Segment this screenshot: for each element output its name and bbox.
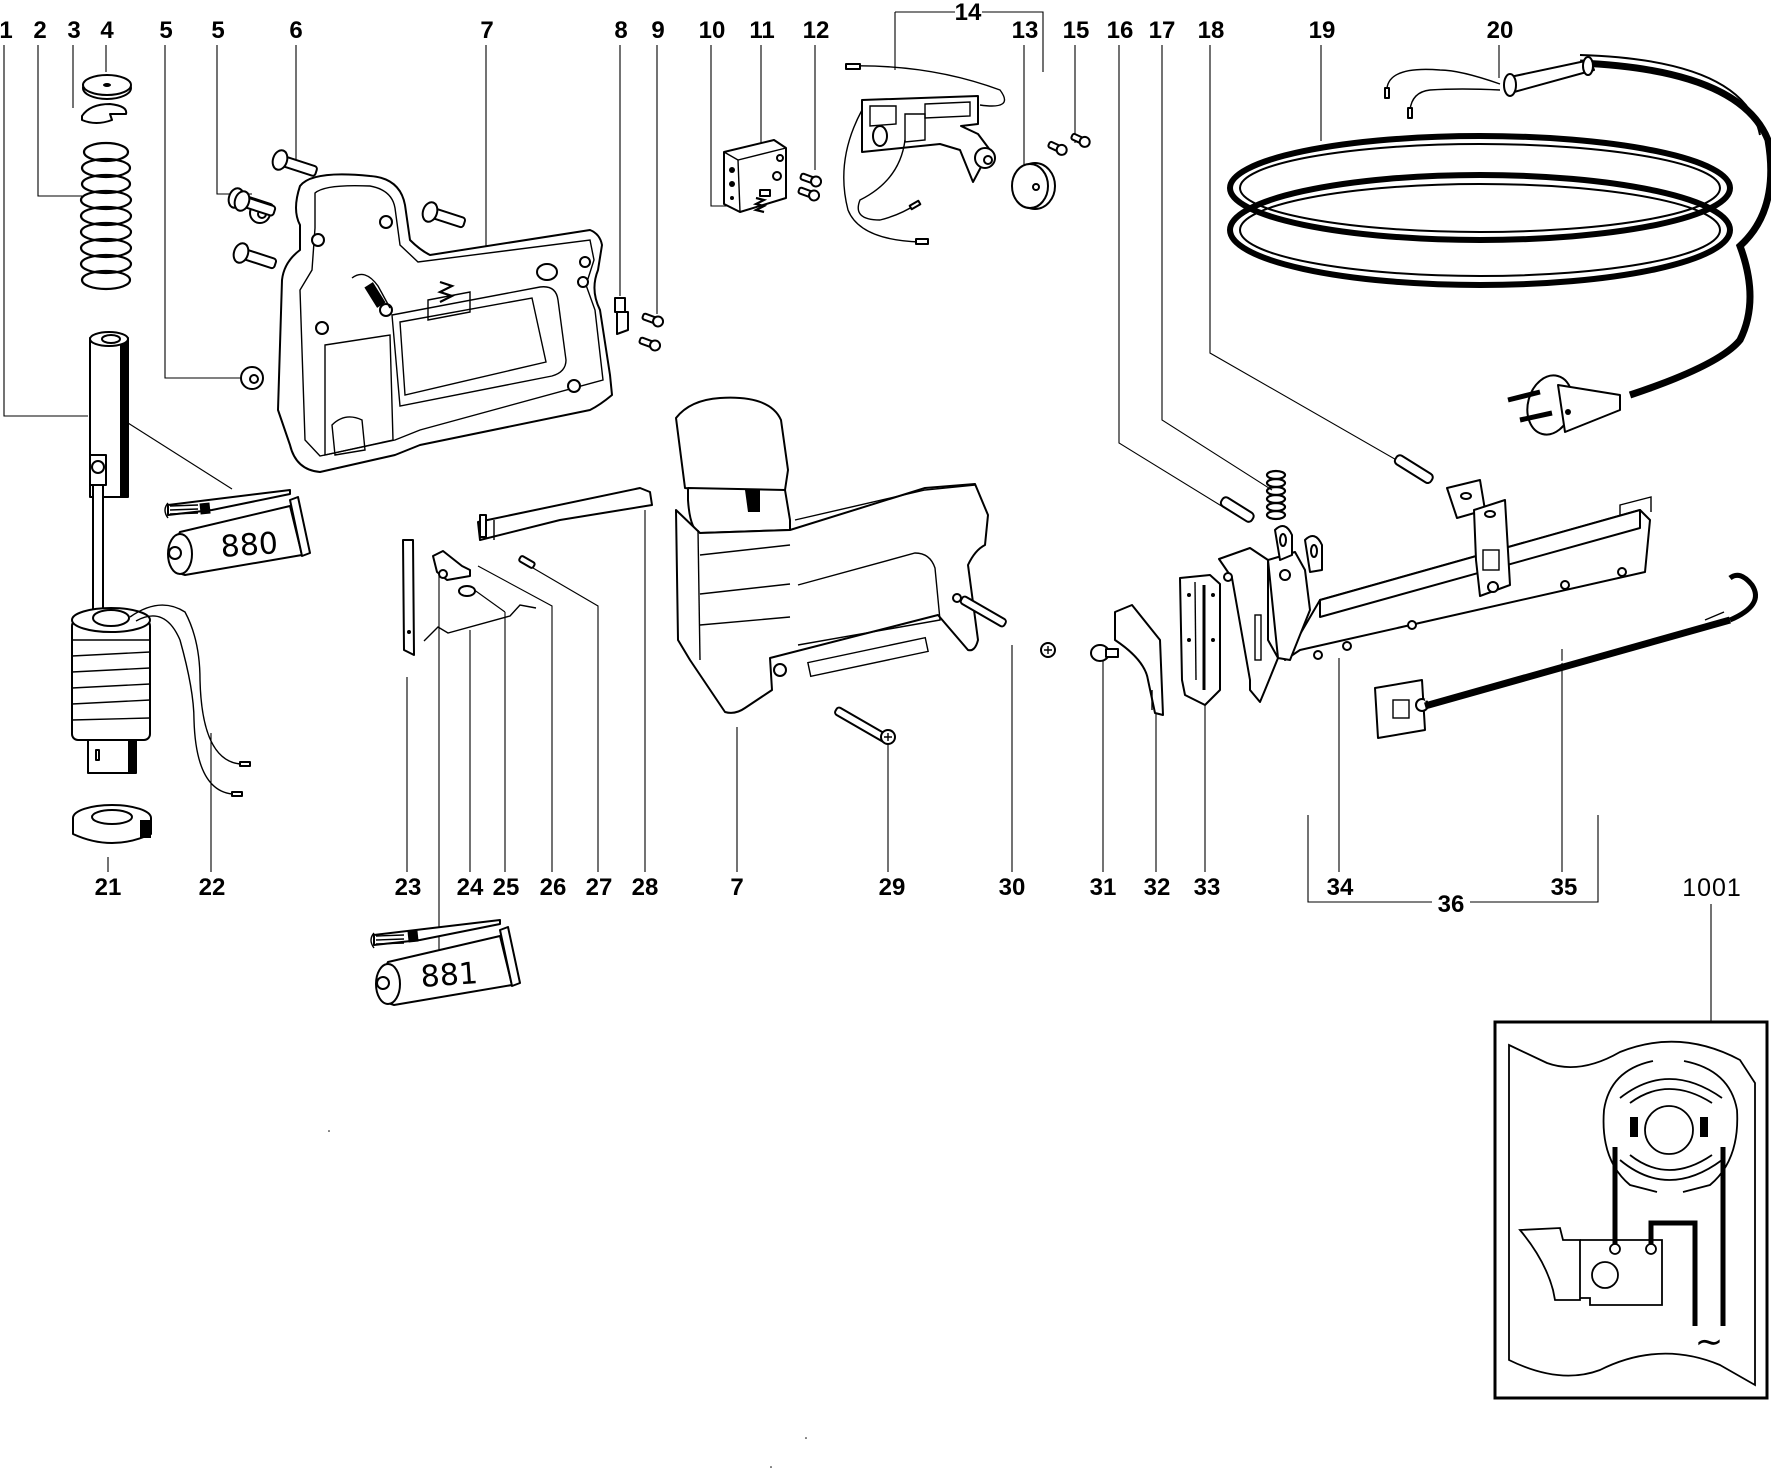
part-23-blade xyxy=(402,539,415,656)
leader-lines xyxy=(3,11,1712,1022)
part-19-power-cord xyxy=(1227,54,1771,399)
part-13-knob xyxy=(1011,162,1056,210)
label-part-11: 11 xyxy=(749,17,774,44)
label-part-6: 6 xyxy=(289,17,302,44)
label-part-15: 15 xyxy=(1063,17,1090,44)
label-part-29: 29 xyxy=(879,874,906,901)
part-3-circlip xyxy=(81,103,128,124)
label-part-20: 20 xyxy=(1487,17,1514,44)
label-part-4: 4 xyxy=(100,17,114,44)
label-part-5: 5 xyxy=(159,17,172,44)
part-31-screw xyxy=(1090,644,1119,662)
label-part-10: 10 xyxy=(699,17,726,44)
label-part-16: 16 xyxy=(1107,17,1134,44)
label-part-7: 7 xyxy=(480,17,493,44)
tube-881-label: 881 xyxy=(420,956,480,995)
label-part-1001: 1001 xyxy=(1682,874,1742,902)
part-10-spring xyxy=(752,196,768,214)
label-part-31: 31 xyxy=(1090,874,1117,901)
part-2-spring xyxy=(79,141,133,291)
part-labels-bottom: 21 22 23 24 25 26 27 28 7 29 30 31 32 33… xyxy=(95,874,1742,918)
part-29-screw xyxy=(834,706,896,745)
lubricant-tube-881: 881 xyxy=(370,919,521,1006)
label-part-7: 7 xyxy=(730,874,743,901)
label-part-32: 32 xyxy=(1144,874,1171,901)
part-7-housing-complete xyxy=(675,396,989,714)
part-34-magazine xyxy=(1218,479,1652,703)
label-part-5: 5 xyxy=(211,17,224,44)
ac-symbol: ∼ xyxy=(1695,1322,1724,1362)
part-17-spring xyxy=(1265,469,1287,521)
tube-880-label: 880 xyxy=(220,526,280,565)
part-27-pin xyxy=(518,555,536,569)
part-11-switch xyxy=(723,139,787,213)
part-1-plunger xyxy=(89,331,129,634)
label-part-13: 13 xyxy=(1012,17,1039,44)
label-part-23: 23 xyxy=(395,874,422,901)
label-part-35: 35 xyxy=(1551,874,1578,901)
label-part-26: 26 xyxy=(540,874,567,901)
part-4-washer xyxy=(82,74,132,100)
part-30-screw xyxy=(959,595,1056,658)
part-21-ring xyxy=(72,804,152,844)
scan-specks xyxy=(328,1130,807,1468)
part-14-circuit-board xyxy=(843,63,1006,245)
label-part-8: 8 xyxy=(614,17,627,44)
label-part-25: 25 xyxy=(493,874,520,901)
part-15-screws xyxy=(1047,132,1091,156)
label-part-3: 3 xyxy=(67,17,80,44)
part-8-clip xyxy=(614,297,629,335)
label-part-17: 17 xyxy=(1149,17,1176,44)
part-26-lever xyxy=(432,550,471,581)
label-part-1: 1 xyxy=(0,17,13,44)
part-20-cord-end xyxy=(1384,56,1595,119)
part-18-pin xyxy=(1393,454,1434,484)
lubricant-tube-880: 880 xyxy=(164,489,311,576)
part-24-spring-wire xyxy=(423,604,537,642)
part-28-driver-guide xyxy=(477,487,653,541)
label-part-27: 27 xyxy=(586,874,613,901)
label-part-28: 28 xyxy=(632,874,659,901)
label-part-19: 19 xyxy=(1309,17,1336,44)
wiring-diagram-inset: ∼ xyxy=(1493,1020,1769,1400)
part-9-screws xyxy=(638,312,665,352)
label-part-18: 18 xyxy=(1198,17,1225,44)
label-part-22: 22 xyxy=(199,874,226,901)
part-22-solenoid-coil xyxy=(71,604,251,797)
part-16-pin xyxy=(1219,496,1255,523)
label-part-14: 14 xyxy=(955,0,982,26)
label-part-30: 30 xyxy=(999,874,1026,901)
label-part-34: 34 xyxy=(1327,874,1354,901)
part-labels-top: 1 2 3 4 5 5 6 7 8 9 10 11 12 14 13 15 16… xyxy=(0,0,1513,44)
label-part-24: 24 xyxy=(457,874,484,901)
part-7-housing-half xyxy=(277,173,613,473)
part-35-feed-spring xyxy=(1374,572,1758,739)
screws-housing-left xyxy=(227,149,467,390)
label-part-21: 21 xyxy=(95,874,122,901)
label-part-12: 12 xyxy=(803,17,830,44)
part-25-ring xyxy=(458,585,476,597)
label-part-2: 2 xyxy=(33,17,46,44)
part-32-plate xyxy=(1114,604,1164,716)
label-part-36: 36 xyxy=(1438,891,1465,918)
part-33-guide xyxy=(1179,574,1221,706)
label-part-33: 33 xyxy=(1194,874,1221,901)
label-part-9: 9 xyxy=(651,17,664,44)
part-12-screws xyxy=(797,172,823,202)
plug-icon xyxy=(1507,374,1621,436)
